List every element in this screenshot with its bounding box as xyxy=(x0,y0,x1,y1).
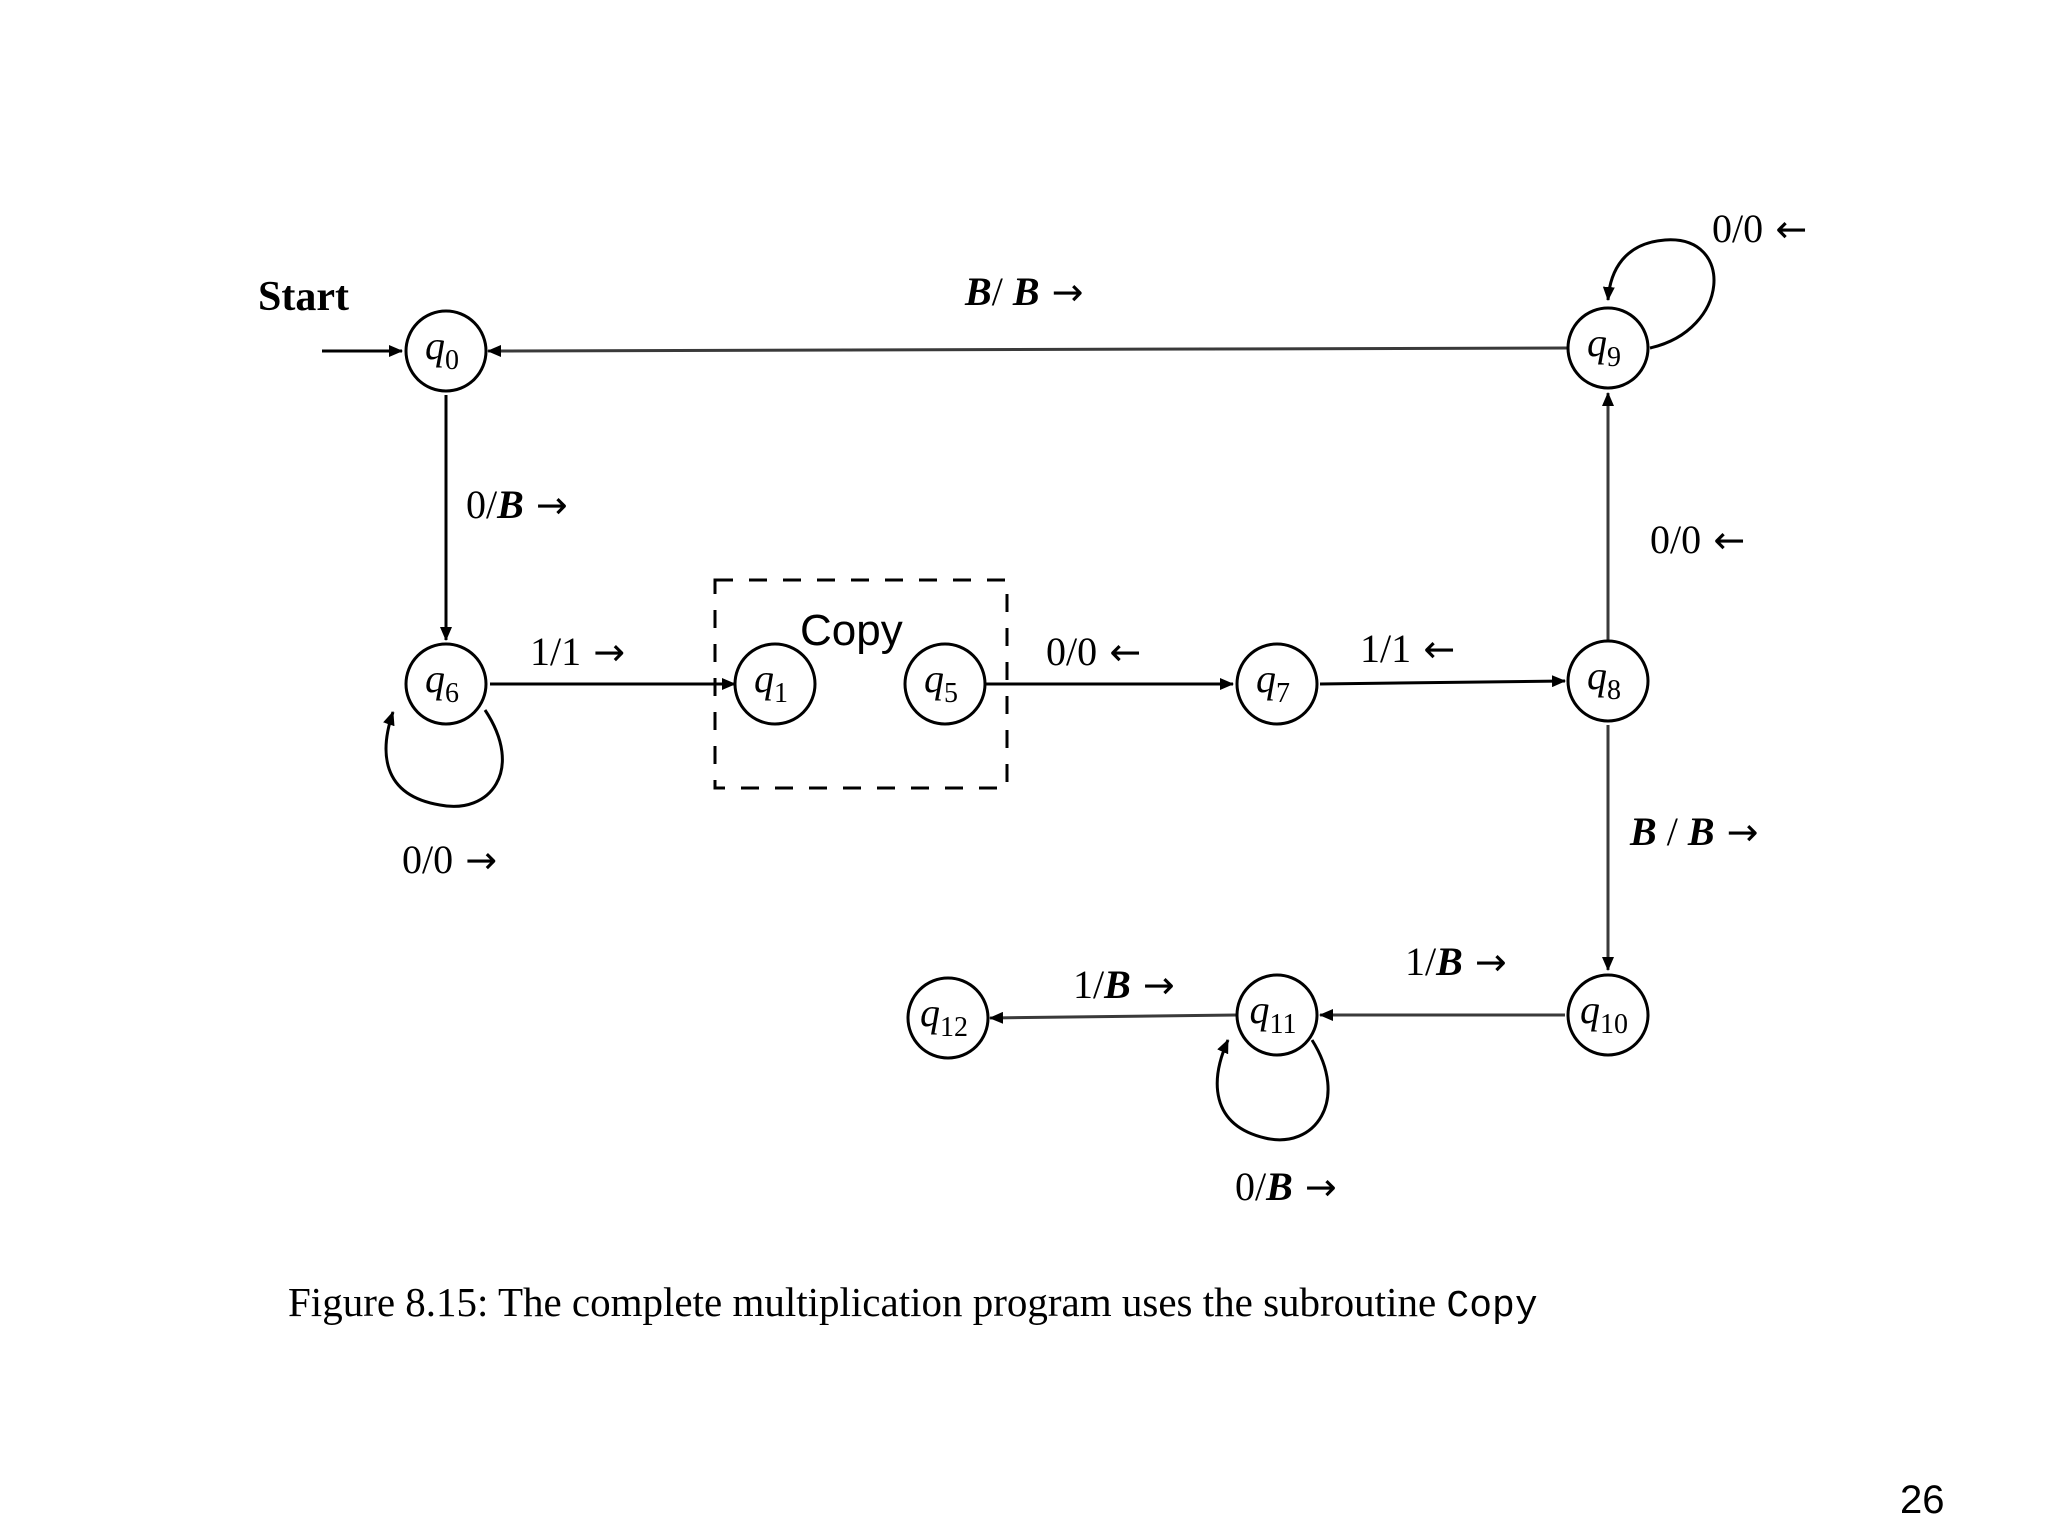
state-label: q10 xyxy=(1580,987,1628,1040)
arrow-right-icon: → xyxy=(524,483,568,527)
arrow-left-icon: ← xyxy=(1411,627,1455,671)
state-q8: q8 xyxy=(1566,639,1650,723)
transition-label-q11-q11: 0/B → xyxy=(1235,1164,1337,1209)
transition-label-q5-q7: 0/0 ← xyxy=(1046,629,1141,674)
state-circle xyxy=(1235,973,1319,1057)
edge-q7-q8 xyxy=(1319,675,1566,688)
state-q11: q11 xyxy=(1235,973,1319,1057)
edge-q9-q0 xyxy=(487,344,1569,357)
edge-q11-q12 xyxy=(989,1011,1238,1024)
state-label: q6 xyxy=(425,656,459,709)
transition-label-q10-q11: 1/B → xyxy=(1405,939,1507,984)
state-label: q5 xyxy=(924,656,958,709)
state-q10: q10 xyxy=(1566,973,1650,1057)
caption-text: Figure 8.15: The complete multiplication… xyxy=(288,1279,1447,1325)
state-circle xyxy=(1566,639,1650,723)
arrow-left-icon: ← xyxy=(1763,207,1807,251)
transition-label-q8-q10: B / B → xyxy=(1629,809,1758,854)
state-q12: q12 xyxy=(906,976,990,1060)
state-circle xyxy=(1566,973,1650,1057)
state-circle xyxy=(1235,642,1319,726)
transition-label-q9-q9: 0/0 ← xyxy=(1712,206,1807,251)
state-label: q12 xyxy=(920,990,968,1043)
state-label: q1 xyxy=(754,656,788,709)
state-q5: q5 xyxy=(903,642,987,726)
arrow-left-icon: ← xyxy=(1701,518,1745,562)
caption-code: Copy xyxy=(1446,1285,1538,1328)
state-circle xyxy=(903,642,987,726)
state-label: q7 xyxy=(1256,656,1290,709)
turing-machine-diagram: Start Copy q0 q1 q5 q6 q7 q8 q9 q10 q11 q12 B/ B … xyxy=(258,206,1807,1209)
state-circle xyxy=(1566,306,1650,390)
arrow-right-icon: → xyxy=(1040,270,1084,314)
transition-label-q8-q9: 0/0 ← xyxy=(1650,517,1745,562)
copy-subroutine-label: Copy xyxy=(800,606,903,655)
transition-label-q6-q6: 0/0 → xyxy=(402,837,497,882)
arrow-right-icon: → xyxy=(1293,1165,1337,1209)
figure-caption: Figure 8.15: The complete multiplication… xyxy=(288,1278,1828,1328)
state-circle xyxy=(733,642,817,726)
state-q9: q9 xyxy=(1566,306,1650,390)
edge-q6-loop xyxy=(383,709,504,808)
transition-label-q7-q8: 1/1 ← xyxy=(1360,626,1455,671)
transition-label-q0-q6: 0/B → xyxy=(466,482,568,527)
arrow-left-icon: ← xyxy=(1097,630,1141,674)
arrow-right-icon: → xyxy=(1715,810,1759,854)
edge-q11-loop xyxy=(1215,1039,1330,1142)
transition-label-q11-q12: 1/B → xyxy=(1073,962,1175,1007)
state-label: q8 xyxy=(1587,653,1621,706)
state-q0: q0 xyxy=(404,309,488,393)
state-circle xyxy=(404,642,488,726)
transition-label-q9-q0: B/ B → xyxy=(964,269,1083,314)
state-label: q9 xyxy=(1587,320,1621,373)
state-q7: q7 xyxy=(1235,642,1319,726)
edge-q9-loop xyxy=(1602,238,1716,350)
arrow-right-icon: → xyxy=(1463,940,1507,984)
page-number: 26 xyxy=(1900,1478,1945,1522)
arrow-right-icon: → xyxy=(453,838,497,882)
arrow-right-icon: → xyxy=(581,630,625,674)
state-label: q11 xyxy=(1250,987,1297,1040)
state-circle xyxy=(906,976,990,1060)
state-q6: q6 xyxy=(404,642,488,726)
start-label: Start xyxy=(258,274,349,320)
transition-label-q6-q1: 1/1 → xyxy=(530,629,625,674)
state-label: q0 xyxy=(425,323,459,376)
arrow-right-icon: → xyxy=(1131,963,1175,1007)
state-q1: q1 xyxy=(733,642,817,726)
state-circle xyxy=(404,309,488,393)
